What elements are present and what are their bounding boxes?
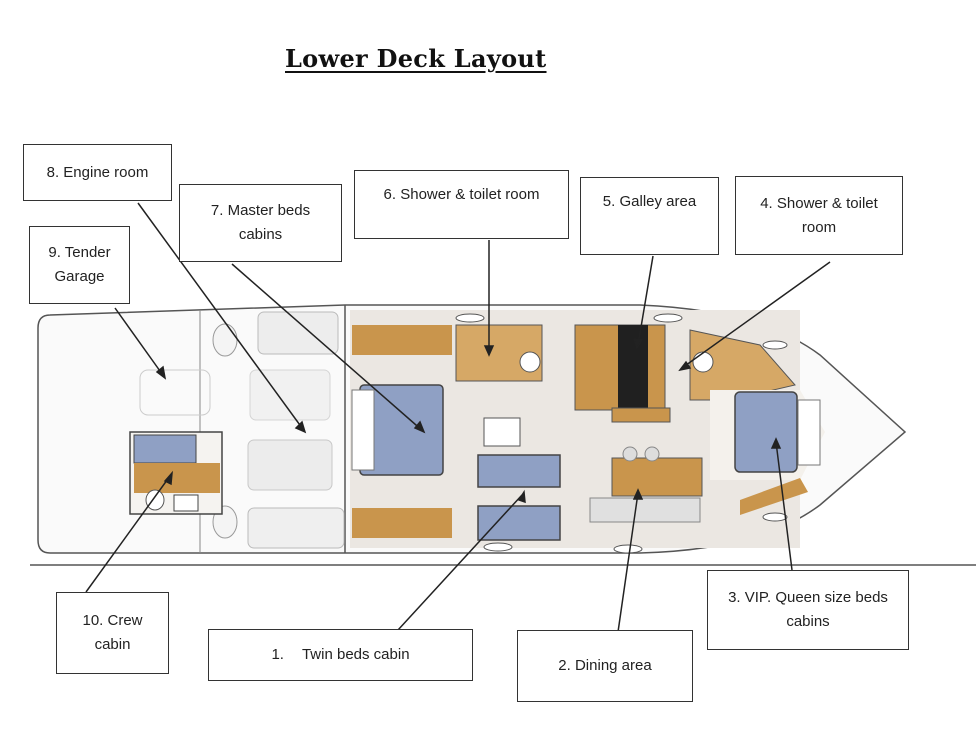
leader-master bbox=[231, 263, 425, 433]
arrowhead bbox=[517, 489, 526, 504]
chair bbox=[622, 446, 638, 462]
galley-counter bbox=[618, 325, 648, 410]
engine-shape bbox=[249, 369, 331, 421]
leader-dining bbox=[617, 492, 639, 633]
porthole bbox=[455, 313, 485, 323]
leader-twin bbox=[397, 494, 523, 631]
leader-shower-fwd bbox=[681, 261, 831, 369]
vip-wood bbox=[740, 478, 808, 515]
master-headboard bbox=[351, 389, 375, 471]
label-engine-room: 8. Engine room bbox=[23, 144, 172, 201]
porthole bbox=[762, 512, 788, 522]
page-title: Lower Deck Layout bbox=[285, 44, 547, 73]
crew-wood bbox=[134, 463, 220, 493]
vip-headboard bbox=[797, 399, 821, 466]
chair bbox=[644, 446, 660, 462]
porthole bbox=[762, 340, 788, 350]
leader-tender bbox=[114, 307, 166, 379]
vip-bed bbox=[734, 391, 798, 473]
arrowhead bbox=[163, 470, 173, 486]
arrowhead bbox=[678, 360, 692, 372]
arrowhead bbox=[413, 420, 426, 434]
label-shower-toilet-mid: 6. Shower & toilet room bbox=[354, 170, 569, 239]
master-wood-bottom bbox=[352, 508, 452, 538]
porthole bbox=[613, 544, 643, 554]
porthole bbox=[483, 542, 513, 552]
crew-shelf bbox=[173, 494, 199, 512]
leader-galley bbox=[637, 255, 654, 346]
label-twin-beds: 1. Twin beds cabin bbox=[208, 629, 473, 681]
stairs bbox=[483, 417, 521, 447]
leader-engine bbox=[137, 202, 306, 433]
label-tender-garage: 9. Tender Garage bbox=[29, 226, 130, 304]
arrowhead bbox=[155, 365, 167, 380]
porthole bbox=[653, 313, 683, 323]
label-vip-cabin: 3. VIP. Queen size beds cabins bbox=[707, 570, 909, 650]
toilet bbox=[519, 351, 541, 373]
label-shower-toilet-fwd: 4. Shower & toilet room bbox=[735, 176, 903, 255]
label-galley: 5. Galley area bbox=[580, 177, 719, 255]
crew-toilet bbox=[145, 489, 165, 511]
engine-shape bbox=[247, 439, 333, 491]
label-crew-cabin: 10. Crew cabin bbox=[56, 592, 169, 674]
engine-shape bbox=[257, 311, 339, 355]
arrowhead bbox=[632, 338, 644, 350]
twin-bed-1 bbox=[477, 454, 561, 488]
arrowhead bbox=[770, 437, 782, 449]
galley-bar bbox=[611, 407, 671, 423]
label-dining-area: 2. Dining area bbox=[517, 630, 693, 702]
leader-crew bbox=[85, 475, 171, 593]
crew-bed bbox=[133, 434, 197, 464]
label-master-beds: 7. Master beds cabins bbox=[179, 184, 342, 262]
leader-vip bbox=[775, 441, 793, 571]
tank bbox=[212, 323, 238, 357]
arrowhead bbox=[294, 420, 307, 434]
arrowhead bbox=[632, 488, 644, 500]
master-wood-top bbox=[352, 325, 452, 355]
arrowhead bbox=[483, 345, 495, 357]
toilet bbox=[692, 351, 714, 373]
twin-bed-2 bbox=[477, 505, 561, 541]
tender-shape bbox=[139, 369, 211, 416]
dining-bench bbox=[589, 497, 701, 523]
dining-table bbox=[611, 457, 703, 497]
engine-shape bbox=[247, 507, 345, 549]
